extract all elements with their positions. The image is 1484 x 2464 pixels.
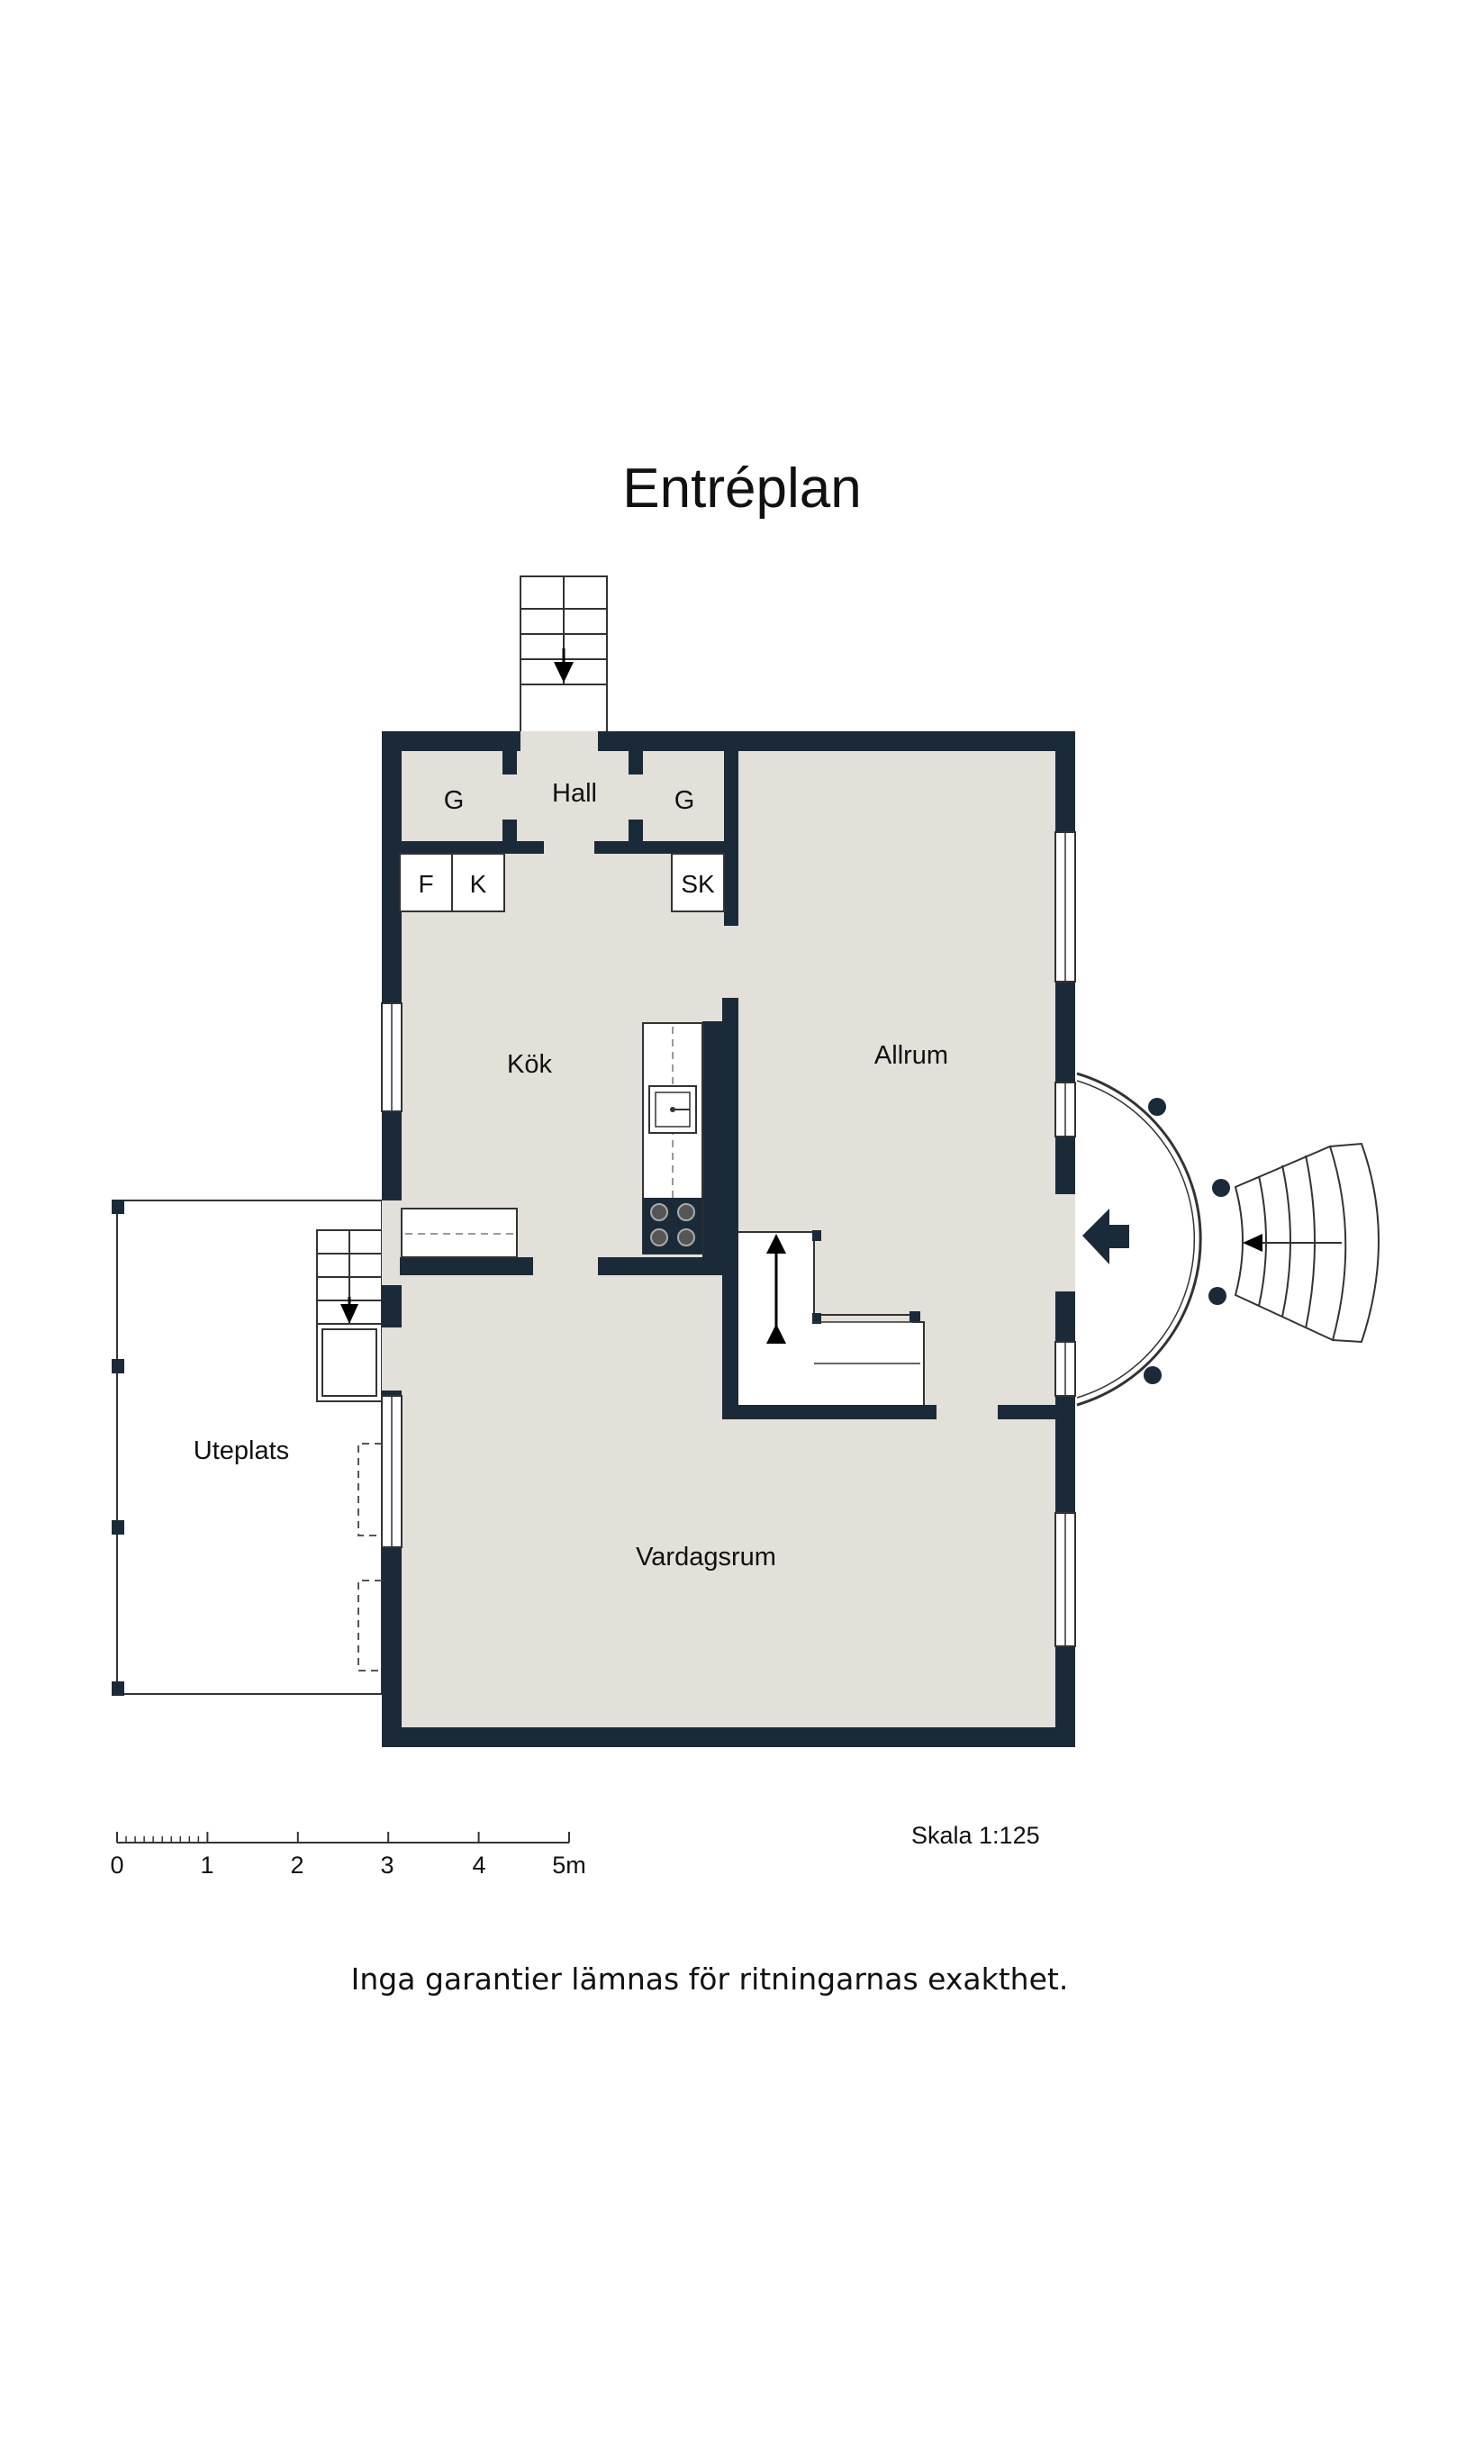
room-label-living-room: Vardagsrum	[636, 1543, 776, 1572]
door-swing	[357, 1443, 382, 1536]
interior-stair	[738, 1230, 925, 1405]
freezer	[451, 853, 505, 912]
room-label-freezer: K	[470, 870, 487, 898]
plan-title: Entréplan	[622, 457, 861, 520]
patio-post	[112, 1520, 124, 1535]
scale-bar: 0 1 2 3 4 5m	[110, 1832, 586, 1879]
door-swing	[357, 1580, 382, 1671]
room-label-hall: Hall	[552, 779, 597, 808]
fridge	[399, 853, 453, 912]
cabinet	[671, 853, 725, 912]
wall-openings	[382, 731, 1075, 1391]
room-label-closet-left: G	[444, 786, 465, 815]
room-label-kitchen: Kök	[507, 1050, 552, 1079]
scale-tick-label: 2	[290, 1852, 303, 1879]
entrance-arrow-icon	[1082, 1209, 1129, 1264]
scale-tick-label: 4	[472, 1852, 485, 1879]
stair-arrow-icon	[1243, 1234, 1262, 1252]
veranda-post	[1208, 1287, 1226, 1305]
veranda-post	[1144, 1366, 1162, 1384]
patio-post	[112, 1681, 124, 1696]
scale-label: Skala 1:125	[911, 1822, 1040, 1849]
stair-arrow-icon	[766, 1324, 786, 1344]
side-stair	[316, 1229, 383, 1402]
kitchen-fixtures	[399, 853, 725, 1258]
room-label-family-room: Allrum	[874, 1041, 948, 1070]
veranda-post	[1148, 1098, 1166, 1116]
disclaimer-text: Inga garantier lämnas för ritningarnas e…	[351, 1961, 1069, 1997]
room-label-closet-right: G	[674, 786, 695, 815]
scale-tick-label: 0	[110, 1852, 123, 1879]
bay-veranda	[1076, 1072, 1380, 1407]
patio-post	[112, 1359, 124, 1373]
stove-icon	[643, 1198, 702, 1254]
stair-arrow-icon	[554, 662, 574, 683]
stair-arrow-icon	[766, 1234, 786, 1254]
veranda-post	[1212, 1179, 1230, 1197]
patio-post	[112, 1200, 124, 1214]
scale-tick-label: 3	[380, 1852, 394, 1879]
room-label-patio: Uteplats	[194, 1436, 289, 1465]
room-label-cabinet: SK	[681, 870, 715, 898]
windows	[381, 831, 1076, 1647]
room-label-fridge: F	[418, 870, 433, 898]
entrance-stair	[520, 575, 608, 736]
interior-walls	[400, 749, 1073, 1419]
scale-tick-label: 1	[200, 1852, 213, 1879]
scale-tick-label: 5m	[552, 1852, 586, 1879]
stair-arrow-icon	[340, 1304, 358, 1324]
